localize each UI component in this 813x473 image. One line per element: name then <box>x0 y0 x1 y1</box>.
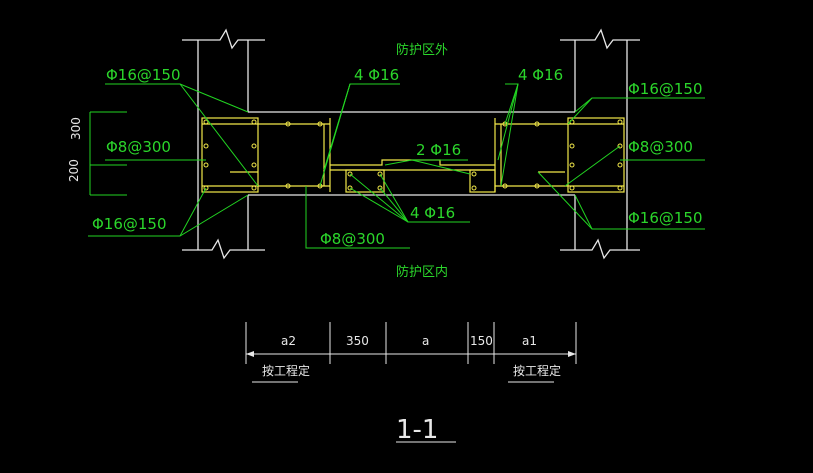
rebar-cage-center <box>230 159 565 193</box>
rebar-dots <box>203 119 623 191</box>
label-rebar-bottom-left: Φ16@150 <box>92 215 167 233</box>
label-rebar-mid-right: Φ8@300 <box>628 138 693 156</box>
rebar-cage-left <box>201 117 331 193</box>
label-rebar-top-right: Φ16@150 <box>628 80 703 98</box>
note-right: 按工程定 <box>513 363 561 378</box>
rebar-cage-right <box>494 117 625 193</box>
label-rebar-mid-left: Φ8@300 <box>106 138 171 156</box>
dim-350: 350 <box>346 334 369 348</box>
dim-a: a <box>422 334 429 348</box>
label-rebar-bottom-right: Φ16@150 <box>628 209 703 227</box>
leader-lines <box>88 83 705 249</box>
dimension-ticks <box>246 351 576 357</box>
label-2phi16: 2 Φ16 <box>416 141 461 159</box>
label-4phi16-top-left: 4 Φ16 <box>354 66 399 84</box>
horizontal-dimension <box>245 322 577 443</box>
dim-a2: a2 <box>281 334 296 348</box>
dim-150: 150 <box>470 334 493 348</box>
section-title: 1-1 <box>396 415 438 445</box>
label-outside-zone: 防护区外 <box>396 42 448 58</box>
label-phi8-bottom: Φ8@300 <box>320 230 385 248</box>
dim-vertical-200: 200 <box>67 159 81 182</box>
concrete-outline <box>182 28 640 260</box>
dim-a1: a1 <box>522 334 537 348</box>
dim-vertical-300: 300 <box>69 117 83 140</box>
label-4phi16-bottom: 4 Φ16 <box>410 204 455 222</box>
label-inside-zone: 防护区内 <box>396 264 448 280</box>
label-rebar-top-left: Φ16@150 <box>106 66 181 84</box>
label-4phi16-top-right: 4 Φ16 <box>518 66 563 84</box>
note-left: 按工程定 <box>262 363 310 378</box>
